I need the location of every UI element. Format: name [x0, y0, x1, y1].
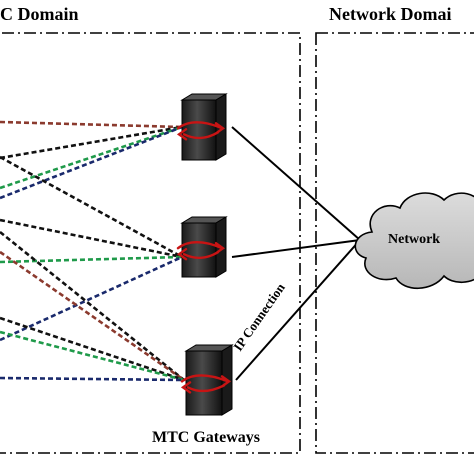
network-cloud-label: Network: [388, 232, 440, 247]
device-gateway-links: [0, 120, 185, 382]
mtc-gateways-caption: MTC Gateways: [152, 429, 260, 446]
mtc-domain-box: [0, 32, 301, 454]
device-link-2: [0, 125, 183, 160]
device-link-9: [0, 230, 185, 382]
device-link-13: [0, 376, 185, 382]
mtc-domain-title: C Domain: [0, 4, 79, 24]
device-link-1: [0, 120, 183, 129]
network-domain-box: [315, 32, 474, 454]
gateway-1-server-tower-icon: [176, 93, 228, 161]
gateways-group: [176, 93, 234, 416]
gateway-3-server-tower-icon: [180, 344, 234, 416]
ip-connection-label: IP Connection: [230, 280, 288, 354]
device-link-11: [0, 316, 185, 382]
device-link-3: [0, 125, 183, 190]
cloud-icon: [354, 192, 474, 289]
device-link-5: [0, 155, 183, 259]
device-link-6: [0, 218, 183, 259]
device-link-8: [0, 255, 183, 342]
gateway-2-server-tower-icon: [176, 216, 228, 278]
device-link-4: [0, 125, 183, 200]
gateway-2-to-network-line: [231, 239, 361, 258]
device-link-12: [0, 330, 185, 382]
gateway-1-to-network-line: [231, 126, 361, 241]
gateway-3-to-network-line: [235, 239, 361, 381]
network-domain-title: Network Domai: [329, 4, 451, 24]
device-link-10: [0, 250, 185, 382]
device-link-7: [0, 255, 183, 264]
